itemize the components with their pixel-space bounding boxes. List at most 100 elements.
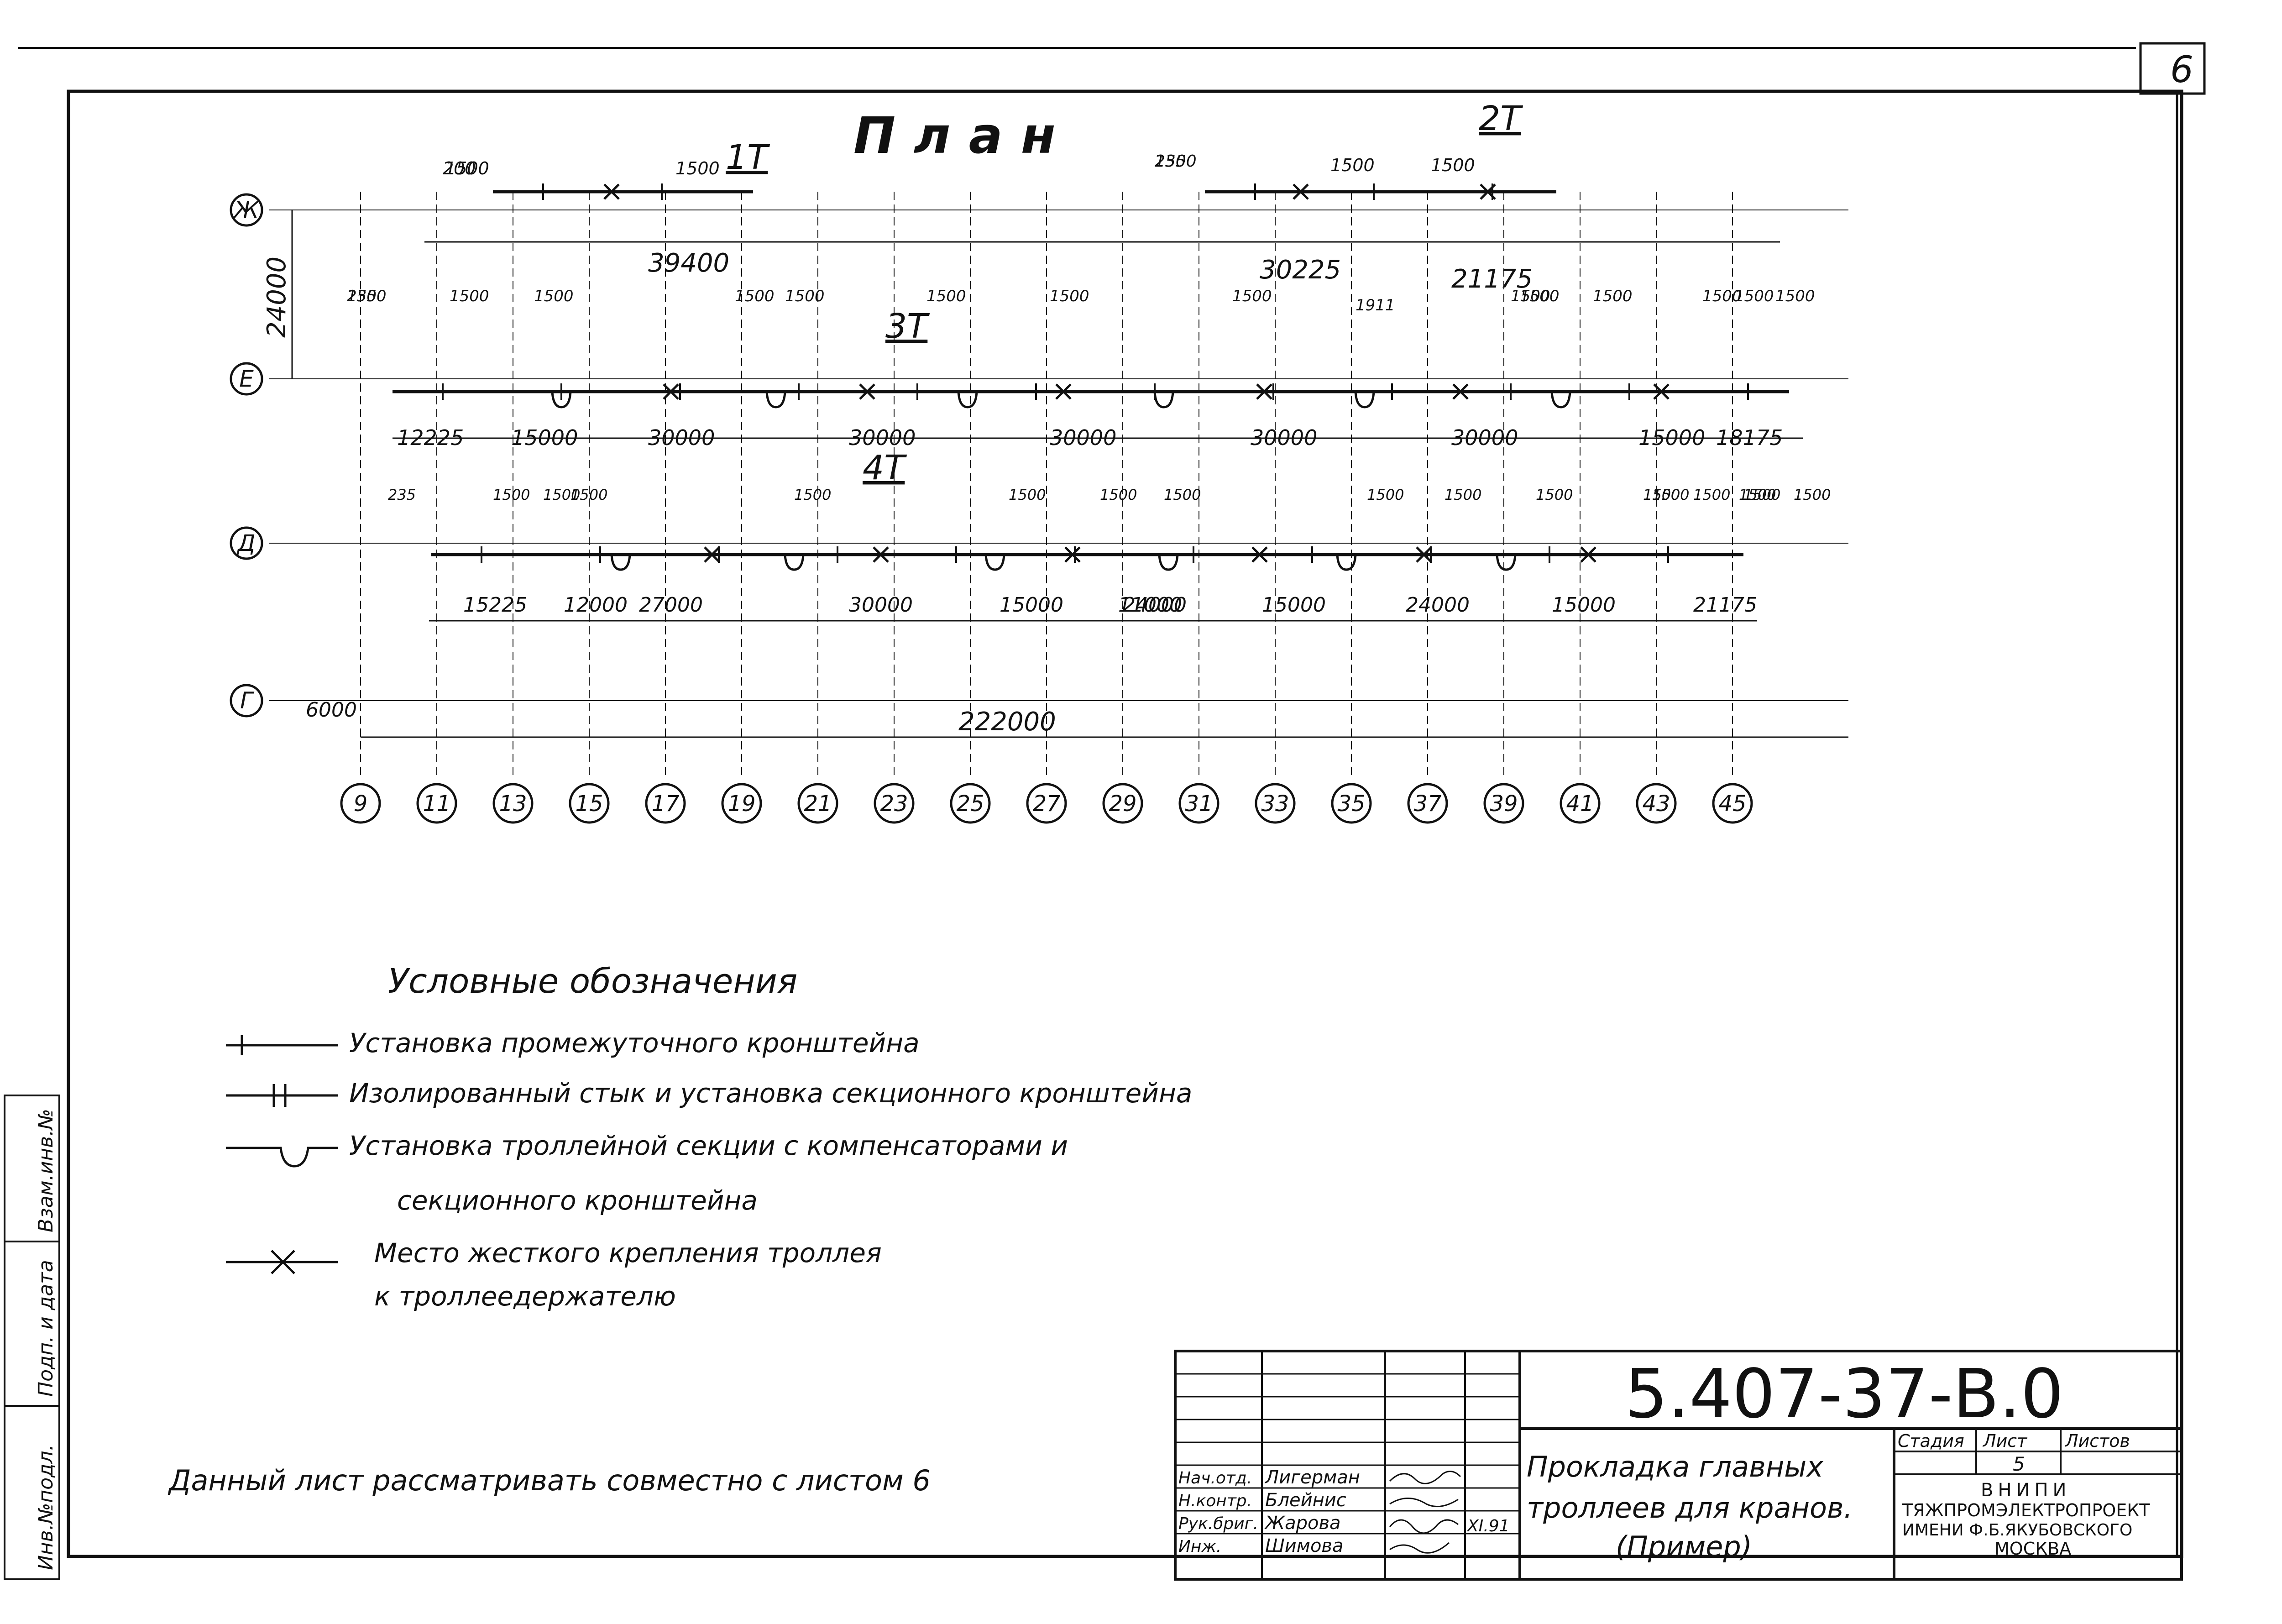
dim-d-small: 1500 bbox=[1794, 486, 1831, 503]
signer-role-2: Н.контр. bbox=[1178, 1492, 1252, 1510]
legend-title: Условные обозначения bbox=[388, 962, 797, 1001]
legend-text-rigid-mount-2: к троллеедержателю bbox=[374, 1281, 676, 1312]
compensator-section bbox=[610, 554, 631, 571]
dim-e-length: 18175 bbox=[1716, 425, 1783, 450]
dim-d-length: 24000 bbox=[1123, 593, 1187, 617]
sheets-header: Листов bbox=[2064, 1431, 2130, 1451]
column-axis-9: 9 bbox=[340, 783, 381, 824]
column-axis-label: 33 bbox=[1261, 791, 1289, 817]
dim-d-small: 1500 bbox=[1164, 486, 1201, 503]
handwritten-signatures bbox=[1389, 1471, 1461, 1554]
trolley-tag-3: 3Т bbox=[885, 307, 930, 346]
column-axis-label: 17 bbox=[651, 791, 680, 817]
sheet-number: 6 bbox=[2170, 48, 2193, 91]
column-axis-21: 21 bbox=[797, 783, 838, 824]
intermediate-bracket-symbol bbox=[226, 1035, 338, 1055]
column-axis-43: 43 bbox=[1636, 783, 1677, 824]
rigid-mount-mark bbox=[859, 383, 875, 400]
sheet-header: Лист bbox=[1982, 1431, 2028, 1451]
dim-d-small: 235 bbox=[388, 486, 416, 503]
dim-e-small: 1500 bbox=[926, 287, 966, 305]
dim-e-small: 1500 bbox=[1050, 287, 1089, 305]
dim-d-small: 1500 bbox=[1009, 486, 1046, 503]
compensator-section bbox=[551, 391, 572, 409]
column-axis-25: 25 bbox=[950, 783, 991, 824]
rigid-mount-mark bbox=[1055, 383, 1072, 400]
dim-e-length: 30000 bbox=[1251, 425, 1317, 450]
dim-e-small: 1500 bbox=[450, 287, 489, 305]
signer-role-1: Нач.отд. bbox=[1178, 1469, 1252, 1488]
signer-role-3: Рук.бриг. bbox=[1178, 1514, 1258, 1533]
dim-zh-small: 1911 bbox=[1356, 296, 1395, 314]
legend-item-trolley-section: Установка троллейной секции с компенсато… bbox=[226, 1130, 1068, 1216]
trolley-tag-1: 1Т bbox=[726, 138, 770, 177]
org-line-2: ТЯЖПРОМЭЛЕКТРОПРОЕКТ bbox=[1902, 1500, 2150, 1520]
compensator-section bbox=[1496, 554, 1517, 571]
dim-e-length: 15000 bbox=[511, 425, 578, 450]
column-axis-label: 19 bbox=[728, 791, 755, 817]
dim-d-length: 30000 bbox=[849, 593, 913, 617]
dim-e-length: 30000 bbox=[849, 425, 916, 450]
doc-title-line-2: троллеев для кранов. bbox=[1527, 1491, 1853, 1524]
dim-d-small: 1500 bbox=[1652, 486, 1689, 503]
legend-text-rigid-mount: Место жесткого крепления троллея bbox=[374, 1237, 882, 1268]
dim-d-length: 15225 bbox=[463, 593, 527, 617]
dim-d-small: 1500 bbox=[1100, 486, 1137, 503]
rigid-mount-mark bbox=[1064, 546, 1081, 563]
dim-zh-small: 235 bbox=[1155, 152, 1186, 171]
dim-e-small: 1500 bbox=[785, 287, 825, 305]
rigid-mount-mark bbox=[663, 383, 679, 400]
column-axis-label: 9 bbox=[354, 791, 368, 817]
rigid-mount-mark bbox=[873, 546, 889, 563]
compensator-section bbox=[957, 391, 978, 409]
trolley-lines bbox=[393, 183, 1789, 571]
column-axis-19: 19 bbox=[721, 783, 762, 824]
dim-d-small: 1500 bbox=[1743, 486, 1780, 503]
column-axis-label: 43 bbox=[1642, 791, 1670, 817]
plan-title: План bbox=[853, 106, 1074, 165]
sheet-value: 5 bbox=[2013, 1453, 2025, 1475]
column-axis-label: 39 bbox=[1490, 791, 1518, 817]
side-stamp-sign-date: Подп. и дата bbox=[34, 1260, 58, 1397]
dim-zh-length: 39400 bbox=[648, 248, 729, 278]
compensator-section bbox=[984, 554, 1005, 571]
rigid-mount-mark bbox=[1452, 383, 1469, 400]
signature-table: Нач.отд. Лигерман Н.контр. Блейнис Рук.б… bbox=[1175, 1351, 1521, 1579]
side-stamp-replace: Взам.инв.№ bbox=[34, 1109, 58, 1232]
org-line-3: ИМЕНИ Ф.Б.ЯКУБОВСКОГО bbox=[1902, 1521, 2132, 1540]
dim-e-length: 15000 bbox=[1638, 425, 1705, 450]
column-axis-31: 31 bbox=[1178, 783, 1220, 824]
rigid-mount-symbol bbox=[226, 1250, 338, 1274]
dim-e-small: 235 bbox=[347, 287, 377, 305]
dim-e-small: 1500 bbox=[1511, 287, 1550, 305]
row-axis-label: Е bbox=[239, 366, 254, 392]
dim-e-small: 1500 bbox=[1593, 287, 1633, 305]
column-axis-label: 23 bbox=[880, 791, 908, 817]
dim-zh-small: 1500 bbox=[445, 158, 489, 178]
doc-title-line-1: Прокладка главных bbox=[1527, 1450, 1824, 1483]
compensator-section bbox=[1158, 554, 1179, 571]
doc-code: 5.407-37-В.0 bbox=[1625, 1355, 2064, 1433]
column-axis-label: 37 bbox=[1413, 791, 1442, 817]
column-axis-33: 33 bbox=[1255, 783, 1296, 824]
column-axis-label: 29 bbox=[1109, 791, 1136, 817]
row-axis-zh: Ж bbox=[230, 193, 263, 227]
insulated-joint-symbol bbox=[226, 1084, 338, 1107]
dim-e-small: 1500 bbox=[347, 287, 387, 305]
dim-d-small: 1500 bbox=[1367, 486, 1404, 503]
dim-d-length: 12000 bbox=[564, 593, 628, 617]
row-axis-g: Г bbox=[230, 684, 263, 718]
dim-e-small: 1500 bbox=[1775, 287, 1815, 305]
dim-d-length: 15000 bbox=[1262, 593, 1326, 617]
dim-d-small: 1500 bbox=[570, 486, 607, 503]
signer-name-4: Шимова bbox=[1265, 1535, 1344, 1556]
dim-e-small: 1500 bbox=[1520, 287, 1560, 305]
row-axis-bubbles: Ж Е Д Г bbox=[230, 193, 263, 718]
rigid-mount-mark bbox=[1416, 546, 1432, 563]
row-axis-d: Д bbox=[230, 526, 263, 560]
dim-d-small: 1500 bbox=[493, 486, 530, 503]
compensator-section bbox=[1153, 391, 1174, 409]
column-axis-label: 13 bbox=[499, 791, 527, 817]
column-axis-label: 15 bbox=[575, 791, 603, 817]
